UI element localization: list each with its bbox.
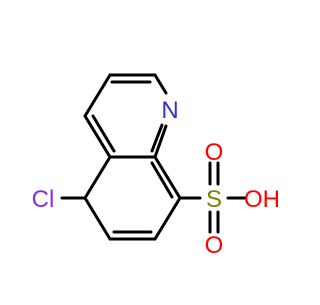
bond-c5-c6	[83, 196, 112, 241]
bond-n1-c8a-inner	[150, 123, 164, 153]
atom-labels: N Cl S O O OH	[32, 97, 280, 259]
molecule-canvas: N Cl S O O OH	[32, 73, 280, 259]
nitrogen-label: N	[161, 97, 178, 124]
bond-c3-c4	[83, 73, 112, 118]
bond-c8-c8a-inner	[150, 161, 174, 199]
bond-c2-n1	[153, 73, 168, 95]
bond-n1-c8a	[153, 124, 168, 159]
chlorine-label: Cl	[32, 186, 55, 213]
bond-c4a-c5	[83, 155, 112, 200]
bond-c7-c8	[153, 196, 182, 241]
sulfur-label: S	[206, 186, 222, 213]
bonds	[60, 73, 247, 241]
oxygen-top-label: O	[205, 139, 224, 166]
oxygen-bottom-label: O	[205, 232, 224, 259]
bond-c8-c8a	[153, 155, 182, 200]
hydroxyl-label: OH	[244, 186, 280, 213]
bond-c4-c4a	[83, 114, 112, 159]
bond-c4-c4a-inner	[91, 114, 116, 153]
molecule-structure: N Cl S O O OH	[32, 73, 280, 259]
